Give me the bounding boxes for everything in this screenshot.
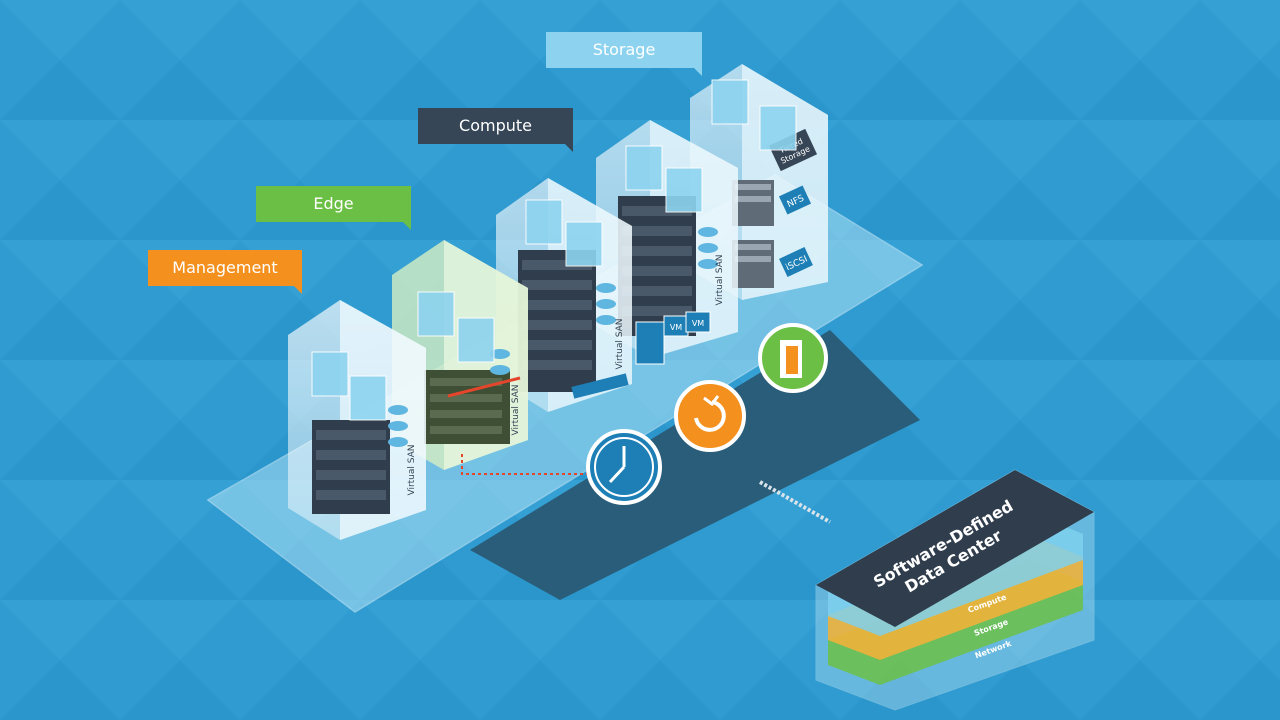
vsan-label: Virtual SAN [615, 318, 625, 369]
callout-tail [694, 68, 702, 76]
compute-label: Compute [418, 108, 573, 152]
compute-label-text: Compute [459, 116, 532, 135]
callout-tail [294, 286, 302, 294]
sddc-box: Software-Defined Data Center Compute Sto… [815, 469, 1095, 711]
storage-vm-card [759, 105, 797, 151]
connector [759, 480, 831, 524]
callout-tail [403, 222, 411, 230]
storage-vm-card [711, 79, 749, 125]
callout-tail [565, 144, 573, 152]
storage-label-text: Storage [592, 40, 656, 59]
storage-rack: Tiered Storage NFS iSCSI [690, 64, 828, 300]
clock-icon [586, 429, 662, 505]
vsan-label: Virtual SAN [715, 254, 725, 305]
management-rack: Virtual SAN [288, 300, 426, 540]
vm-label: VM [692, 319, 704, 328]
network-strip [470, 330, 920, 600]
management-label-text: Management [172, 258, 278, 277]
sddc-top [816, 470, 1094, 627]
storage-label: Storage [546, 32, 702, 76]
vsan-label: Virtual SAN [511, 384, 521, 435]
vsan-label: Virtual SAN [407, 444, 417, 495]
management-label: Management [148, 250, 302, 294]
door-icon [758, 323, 828, 393]
vm-label: VM [670, 323, 682, 332]
refresh-icon [674, 380, 746, 452]
edge-label: Edge [256, 186, 411, 230]
edge-label-text: Edge [313, 194, 354, 213]
compute-rack-1: Virtual SAN [496, 178, 632, 412]
